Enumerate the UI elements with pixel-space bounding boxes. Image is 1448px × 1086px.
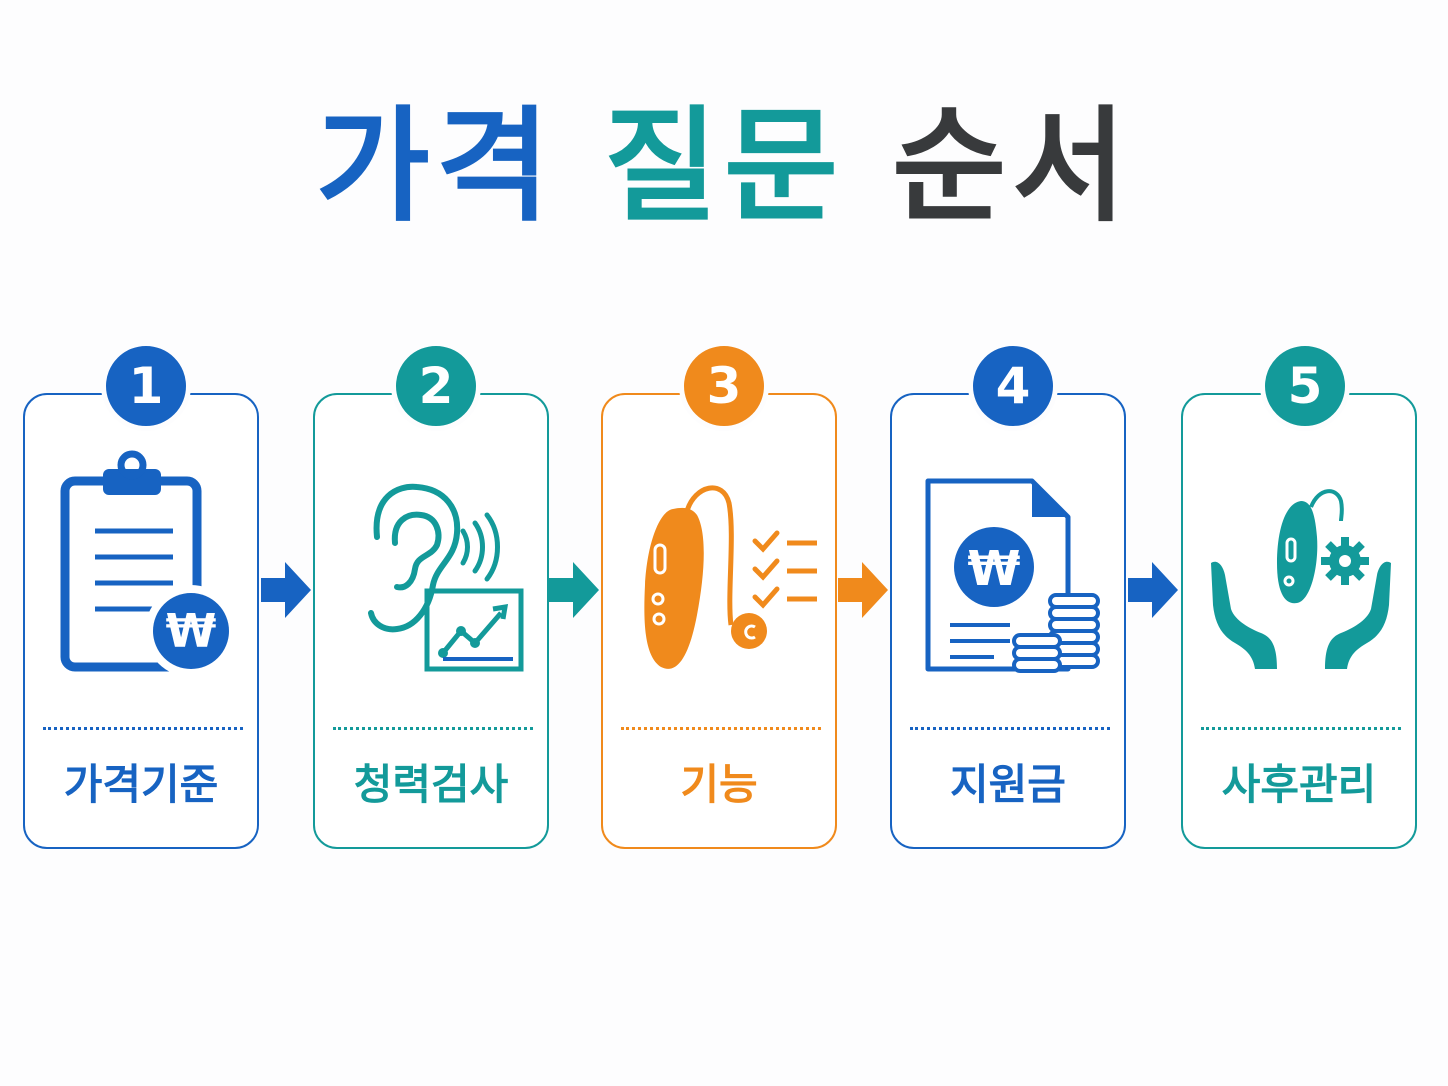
arrow-right-icon xyxy=(1128,562,1178,618)
step-badge-4: 4 xyxy=(968,341,1058,431)
step-label-price-standard: 가격기준 xyxy=(63,760,219,809)
hands-hearing-aid-gear-icon xyxy=(1211,489,1391,669)
step-card-subsidy: ₩ 지원금 xyxy=(890,393,1126,849)
step-divider xyxy=(910,727,1110,730)
title-word-price: 가격 xyxy=(315,95,556,239)
arrow-right-icon xyxy=(838,562,888,618)
step-divider xyxy=(333,727,533,730)
step-card-hearing-test: 청력검사 xyxy=(313,393,549,849)
page-title: 가격 질문 순서 xyxy=(0,92,1448,242)
step-divider xyxy=(621,727,821,730)
step-card-aftercare: 사후관리 xyxy=(1181,393,1417,849)
title-word-order: 순서 xyxy=(892,95,1133,239)
step-divider xyxy=(1201,727,1401,730)
ear-chart-icon xyxy=(368,483,524,672)
step-card-features: 기능 xyxy=(601,393,837,849)
clipboard-won-icon: ₩ xyxy=(60,450,237,677)
arrow-right-icon xyxy=(549,562,599,618)
arrow-right-icon xyxy=(261,562,311,618)
won-symbol: ₩ xyxy=(968,541,1021,597)
step-badge-1: 1 xyxy=(101,341,191,431)
title-word-question: 질문 xyxy=(603,95,845,239)
step-card-price-standard: ₩ 가격기준 xyxy=(23,393,259,849)
won-symbol: ₩ xyxy=(166,604,217,658)
step-label-features: 기능 xyxy=(680,760,758,809)
step-label-hearing-test: 청력검사 xyxy=(353,760,509,809)
step-badge-3: 3 xyxy=(679,341,769,431)
hearing-aid-checklist-icon xyxy=(644,485,817,669)
step-label-subsidy: 지원금 xyxy=(950,760,1066,809)
step-divider xyxy=(43,727,243,730)
step-badge-5: 5 xyxy=(1260,341,1350,431)
step-label-aftercare: 사후관리 xyxy=(1221,760,1377,809)
step-badge-2: 2 xyxy=(391,341,481,431)
document-coins-icon: ₩ xyxy=(925,478,1100,673)
